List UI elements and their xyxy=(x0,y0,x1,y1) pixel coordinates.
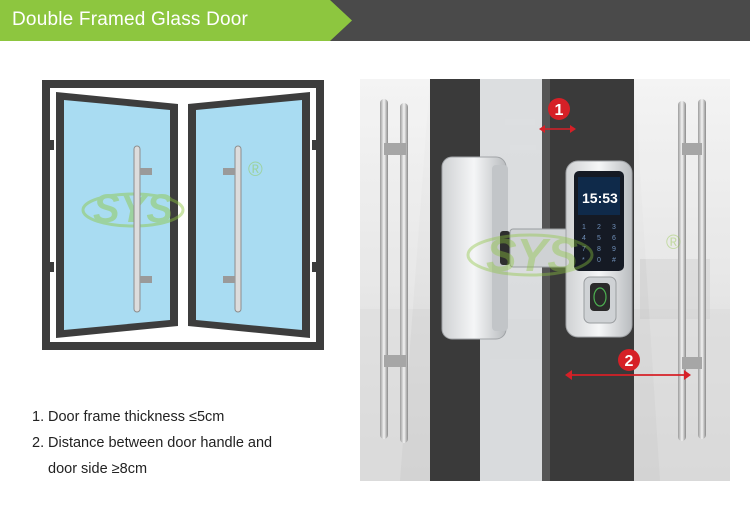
svg-text:3: 3 xyxy=(612,224,616,231)
fingerprint-sensor xyxy=(590,283,610,311)
svg-text:9: 9 xyxy=(612,246,616,253)
svg-text:SYS: SYS xyxy=(93,187,173,231)
door-diagram: SYS ® xyxy=(42,80,324,350)
hinge xyxy=(48,262,54,272)
note-continuation: door side ≥8cm xyxy=(48,461,148,477)
photo-watermark: SYS ® xyxy=(466,229,681,281)
svg-text:SYS: SYS xyxy=(486,229,578,281)
svg-text:5: 5 xyxy=(597,235,601,242)
right-door-glass xyxy=(196,100,302,330)
svg-text:®: ® xyxy=(666,232,681,254)
installation-notes: 1. Door frame thickness ≤5cm 2. Distance… xyxy=(32,404,332,482)
note-text: Door frame thickness ≤5cm xyxy=(48,409,225,425)
svg-text:0: 0 xyxy=(597,257,601,264)
hinge xyxy=(48,140,54,150)
svg-text:*: * xyxy=(582,257,585,264)
right-door-handle xyxy=(223,145,242,313)
svg-text:6: 6 xyxy=(612,235,616,242)
page-title: Double Framed Glass Door xyxy=(12,9,249,30)
svg-text:1: 1 xyxy=(582,224,586,231)
callout-marker-1: 1 xyxy=(539,98,576,133)
fingerprint-lock: 15:53 1 2 3 4 5 6 7 8 9 * 0 # xyxy=(565,160,633,338)
keypad: 1 2 3 4 5 6 7 8 9 * 0 # xyxy=(582,224,616,264)
callout-marker-2: 2 xyxy=(565,349,691,380)
svg-text:2: 2 xyxy=(625,353,634,370)
outer-door-frame xyxy=(42,80,324,350)
note-item: 1. Door frame thickness ≤5cm xyxy=(32,404,332,430)
note-number: 1. xyxy=(32,409,45,425)
clock-display: 15:53 xyxy=(582,190,618,206)
left-pull-handle xyxy=(380,99,408,443)
product-photo: 15:53 1 2 3 4 5 6 7 8 9 * 0 # SYS ® 1 xyxy=(360,79,730,481)
svg-text:®: ® xyxy=(248,159,263,181)
svg-text:7: 7 xyxy=(582,246,586,253)
note-text: Distance between door handle and xyxy=(48,435,273,451)
note-item: 2. Distance between door handle and xyxy=(32,430,332,456)
hinge xyxy=(312,140,318,150)
svg-text:#: # xyxy=(612,257,616,264)
svg-text:8: 8 xyxy=(597,246,601,253)
left-door-handle xyxy=(133,145,152,313)
watermark-logo: SYS ® xyxy=(81,159,263,231)
right-pull-handle xyxy=(678,99,706,441)
header-accent-shape xyxy=(0,0,352,41)
left-door-glass xyxy=(64,100,170,330)
svg-text:2: 2 xyxy=(597,224,601,231)
svg-text:4: 4 xyxy=(582,235,586,242)
svg-text:1: 1 xyxy=(555,102,564,119)
note-number: 2. xyxy=(32,435,45,451)
hinge xyxy=(312,262,318,272)
header-banner: Double Framed Glass Door xyxy=(0,0,750,41)
strike-box xyxy=(441,156,510,340)
